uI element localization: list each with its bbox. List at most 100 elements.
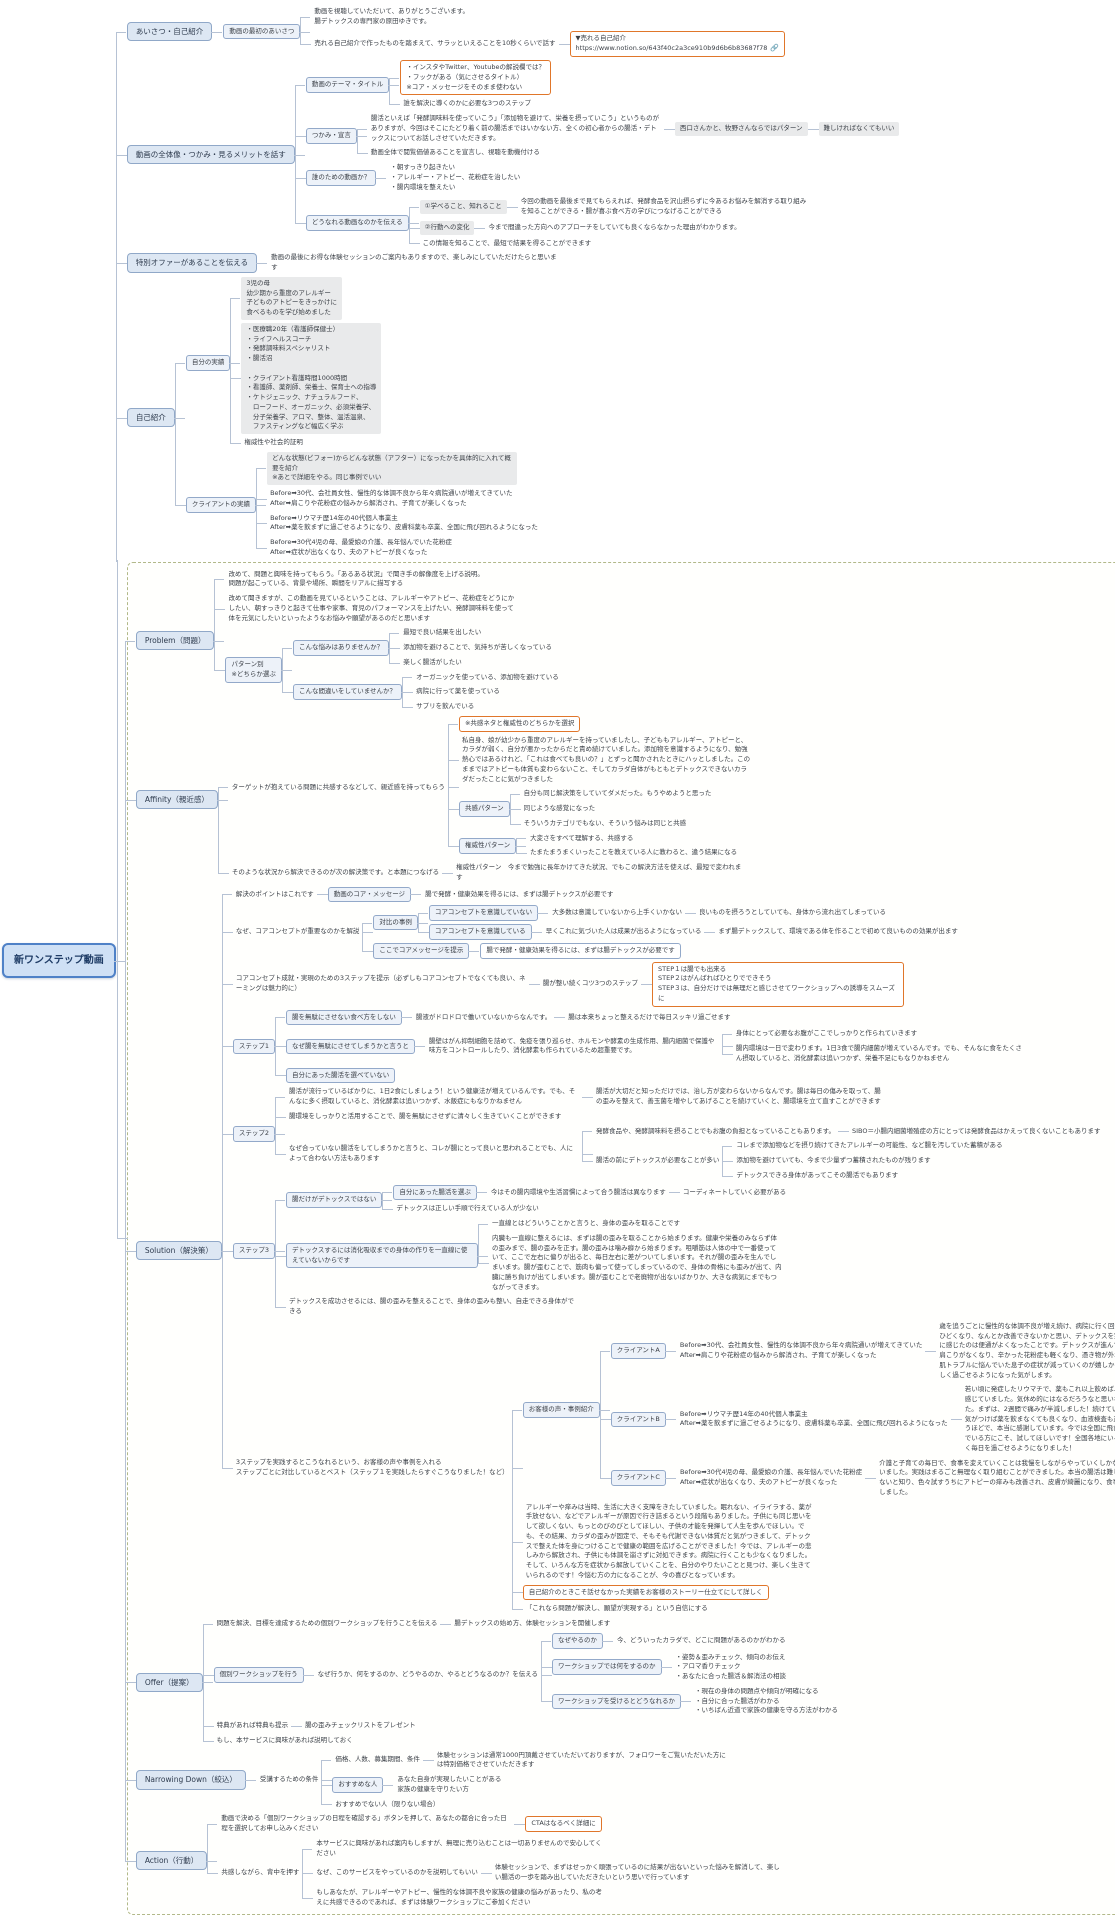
- map-node[interactable]: 一直線とはどういうことかと言うと、身体の歪みを取ることです: [489, 1218, 683, 1230]
- map-node[interactable]: 腸で発酵・健康効果を得るには、まずは腸デトックスが必要です: [480, 942, 681, 959]
- map-node[interactable]: 歳を追うごとに慢性的な体調不良が増え続け、病院に行く回数も増えてきました。便秘や…: [936, 1321, 1115, 1382]
- map-node[interactable]: 同じような感覚になった: [521, 803, 599, 815]
- map-node[interactable]: ※共感ネタと権威性のどちらかを選択: [458, 715, 581, 732]
- map-node[interactable]: 発酵食品や、発酵調味料を摂ることでもお腹の負担となっていることもあります。: [593, 1126, 849, 1138]
- map-node[interactable]: 今はその腸内環境や生活習慣によって合う腸活は異なります: [488, 1187, 680, 1199]
- map-node[interactable]: 今まで間違った方向へのアプローチをしていても良くならなかった理由がわかります。: [485, 222, 743, 234]
- map-node[interactable]: 動画の最後にお得な体験セッションのご案内もありますので、楽しみにしていただけたら…: [268, 252, 564, 274]
- map-node[interactable]: 腸環境をしっかりと活用することで、腸を無駄にさせずに清々しく生きていくことができ…: [286, 1111, 564, 1123]
- map-node[interactable]: ステップ2: [232, 1126, 286, 1142]
- map-node[interactable]: 腸液がドロドロで働いていないからなんです。: [413, 1012, 566, 1024]
- map-node[interactable]: なぜ、このサービスをやっているのかを説明してもいい: [313, 1867, 492, 1879]
- map-node[interactable]: 良いものを摂ろうとしていても、身体から流れ出てしまっている: [696, 907, 889, 919]
- map-node[interactable]: 特典があれば特典も提示: [214, 1720, 302, 1732]
- branch-special-offer-notice[interactable]: 特別オファーがあることを伝える: [126, 253, 268, 273]
- map-node[interactable]: 権威性パターン 今まで勉強に長年かけてきた状況、でもこの解決方法を使えば、最短で…: [453, 862, 749, 884]
- map-node[interactable]: ターゲットが抱えている問題に共感するなどして、親近感を持ってもらう: [229, 782, 459, 794]
- map-node[interactable]: ②行動への変化: [419, 220, 486, 235]
- map-node[interactable]: クライアントA: [610, 1343, 677, 1359]
- map-node[interactable]: 自分の実績: [185, 354, 240, 371]
- map-node[interactable]: 「これなら問題が解決し、願望が実現する」という自信にする: [523, 1603, 711, 1615]
- map-node[interactable]: 大多数は意識していないから上手くいかない: [549, 907, 696, 919]
- root-topic[interactable]: 新ワンステップ動画: [2, 943, 125, 979]
- map-node[interactable]: どんな状態(ビフォー)からどんな状態（アフター）になったかを具体的に入れて概要を…: [267, 451, 518, 485]
- map-node[interactable]: Before➡30代4児の母、最愛娘の介護、長年悩んでいた花粉症 After➡症…: [677, 1467, 877, 1489]
- map-node[interactable]: パターン別 ※どちらか選ぶ: [225, 657, 293, 683]
- map-node[interactable]: 問題を解決、目標を達成するための個別ワークショップを行うことを伝える: [214, 1618, 452, 1630]
- map-node[interactable]: 権威性パターン: [458, 837, 527, 854]
- map-node[interactable]: 動画のコア・メッセージ: [327, 886, 422, 903]
- branch-solution[interactable]: Solution（解決策）: [135, 1241, 232, 1261]
- map-node[interactable]: 腸活といえば「発酵調味料を使っていこう」「添加物を避けて、栄養を摂っていこう」と…: [368, 113, 675, 144]
- map-node[interactable]: クライアントの実績: [185, 497, 267, 513]
- map-node[interactable]: コーディネートしていく必要がある: [680, 1187, 789, 1199]
- map-node[interactable]: 共感パターン: [458, 801, 520, 817]
- map-node[interactable]: クライアントB: [610, 1411, 677, 1428]
- map-node[interactable]: 売れる自己紹介で作ったものを踏まえて、サラッといえることを10秒くらいで話す: [311, 38, 570, 50]
- map-node[interactable]: この情報を知ることで、最短で結果を得ることができます: [420, 238, 595, 250]
- map-node[interactable]: ワークショップを受けるとどうなれるか: [552, 1693, 692, 1710]
- map-node[interactable]: 添加物を避けていても、今まで少量ずつ蓄積されたものが残ります: [733, 1155, 933, 1167]
- map-node[interactable]: そのような状況から解決できるのが次の解決策です。と本題につなげる: [229, 867, 454, 879]
- map-node[interactable]: 誰を解決に導くのかに必要な3つのステップ: [400, 98, 534, 110]
- notion-link[interactable]: ▼売れる自己紹介 https://www.notion.so/643f40c2a…: [569, 30, 786, 57]
- map-node[interactable]: Before➡30代4児の母、最愛娘の介護、長年悩んでいた花粉症 After➡症…: [267, 537, 455, 559]
- map-node[interactable]: 3児の母 幼少期から重度のアレルギー 子どものアトピーをきっかけに 食べるものを…: [241, 276, 343, 320]
- map-node[interactable]: 個別ワークショップを行う: [213, 1667, 314, 1683]
- map-node[interactable]: デトックスできる身体があってこその腸活でもあります: [733, 1170, 901, 1182]
- map-node[interactable]: デトックスを成功させるには、腸の歪みを整えることで、身体の歪みも整い、自走できる…: [286, 1296, 582, 1318]
- map-node[interactable]: コアコンセプトを意識していない: [428, 905, 549, 921]
- map-node[interactable]: 価格、人数、募集期間、条件: [332, 1754, 434, 1766]
- map-node[interactable]: 権威性や社会的証明: [241, 437, 306, 449]
- map-node[interactable]: SIBO＝小腸内細菌増殖症の方にとっては発酵食品はかえって良くないこともあります: [849, 1126, 1104, 1138]
- map-node[interactable]: つかみ・宣言: [305, 128, 367, 144]
- map-node[interactable]: こんな間違いをしていませんか？: [292, 684, 413, 700]
- map-node[interactable]: 自分にあった腸活を選べていない: [286, 1067, 396, 1084]
- map-node[interactable]: 腸壁はがん抑制細胞を詰めて、免疫を張り巡らせ、ホルモンや酵素の生成作用、腸内細菌…: [426, 1036, 733, 1058]
- map-node[interactable]: オーガニックを使っている、添加物を避けている: [413, 672, 562, 684]
- map-node[interactable]: 若い頃に発症したリウマチで、薬もこれ以上飲めば、内臓の状態も悪くなってしまうので…: [962, 1384, 1115, 1454]
- map-node[interactable]: 私自身、娘が幼少から重度のアレルギーを持っていましたし、子どももアレルギー、アト…: [459, 735, 755, 786]
- map-node[interactable]: おすすめな人: [332, 1776, 394, 1793]
- map-node[interactable]: なぜ、コアコンセプトが重要なのかを解説: [233, 926, 373, 938]
- map-node[interactable]: 本サービスに興味があれば案内もしますが、無理に売り込むことは一切ありませんので安…: [313, 1838, 609, 1860]
- map-node[interactable]: 腸内環境は一日で変わります。1日3食で腸内細菌が増えているんです。でも、そんなに…: [733, 1043, 1029, 1065]
- branch-problem[interactable]: Problem（問題）: [135, 631, 225, 651]
- map-node[interactable]: 西口さんかと、牧野さんならではパターン: [674, 121, 819, 136]
- map-node[interactable]: 自己紹介のときこそ話せなかった実績をお客様のストーリー仕立てにして詳しく: [522, 1584, 769, 1601]
- map-node[interactable]: 動画で決める「個別ワークショップの日程を確認する」ボタンを押して、あなたの都合に…: [218, 1813, 526, 1835]
- map-node[interactable]: デトックスは正しい手順で行えている人が少ない: [393, 1203, 541, 1215]
- map-node[interactable]: 腸活の前にデトックスが必要なことが多い: [593, 1155, 734, 1167]
- map-node[interactable]: コアコンセプトを意識している: [428, 924, 542, 940]
- map-node[interactable]: 腸活が大切だと知っただけでは、治し方が変わらないからなんです。腸は毎日の傷みを取…: [593, 1086, 889, 1108]
- map-node[interactable]: 添加物を避けることで、気持ちが苦しくなっている: [400, 642, 555, 654]
- map-node[interactable]: お客様の声・事例紹介: [522, 1401, 610, 1418]
- map-node[interactable]: ・医療職20年（看護師保健士） ・ライフヘルスコーチ ・発酵調味料スペシャリスト…: [241, 322, 382, 434]
- map-node[interactable]: たまたまうまくいったことを教えている人に教わると、違う結果になる: [527, 847, 740, 859]
- map-node[interactable]: ステップ3: [232, 1243, 286, 1259]
- map-node[interactable]: 腸を無駄にさせない食べ方をしない: [286, 1009, 412, 1026]
- map-node[interactable]: 腸だけがデトックスではない: [286, 1191, 393, 1208]
- map-node[interactable]: 腸デトックスの始め方、体験セッションを開催します: [451, 1618, 613, 1630]
- map-node[interactable]: 今、どういったカラダで、どこに問題があるのかがわかる: [614, 1635, 789, 1647]
- map-node[interactable]: ・姿勢＆歪みチェック、傾向のお伝え ・アロマ香りチェック ・あなたに合った腸活＆…: [673, 1652, 790, 1683]
- branch-overview[interactable]: 動画の全体像・つかみ・見るメリットを話す: [126, 145, 305, 165]
- branch-greeting[interactable]: あいさつ・自己紹介: [126, 21, 222, 42]
- map-node[interactable]: まず腸デトックスして、環境である体を作ることで初めて良いものの効果が出ます: [715, 926, 961, 938]
- map-node[interactable]: 最短で良い結果を出したい: [400, 627, 484, 639]
- map-node[interactable]: 解決のポイントはこれです: [233, 889, 328, 901]
- map-node[interactable]: ・朝すっきり起きたい ・アレルギー・アトピー、花粉症を治したい ・腸内環境を整え…: [387, 162, 523, 193]
- map-node[interactable]: 共感しながら、背中を押す: [218, 1867, 314, 1879]
- branch-affinity[interactable]: Affinity（親近感）: [135, 790, 229, 810]
- map-node[interactable]: CTAはなるべく詳細に: [525, 1816, 602, 1832]
- map-node[interactable]: もし、本サービスに興味があれば説明しておく: [214, 1735, 356, 1747]
- map-node[interactable]: ①学べること、知れること: [419, 200, 518, 214]
- map-node[interactable]: アレルギーや痒みは当時、生活に大きく支障をきたしていました。眠れない、イライラす…: [523, 1502, 819, 1582]
- map-node[interactable]: サプリを飲んでいる: [413, 701, 477, 713]
- map-node[interactable]: 誰のための動画か？: [305, 169, 386, 186]
- topic-first-greeting[interactable]: 動画の最初のあいさつ: [223, 23, 311, 40]
- map-node[interactable]: なぜ行うか、何をするのか、どうやるのか、やるとどうなるのか？を伝える: [315, 1669, 553, 1681]
- map-node[interactable]: Before➡30代、会社員女性、慢性的な体調不良から年々病院通いが増えてきてい…: [677, 1340, 937, 1362]
- map-node[interactable]: 体験セッションは通常1000円頂戴させていただいておりますが、フォロワーをご覧い…: [434, 1750, 730, 1772]
- map-node[interactable]: Before➡30代、会社員女性、慢性的な体調不良から年々病院通いが増えてきてい…: [267, 488, 515, 510]
